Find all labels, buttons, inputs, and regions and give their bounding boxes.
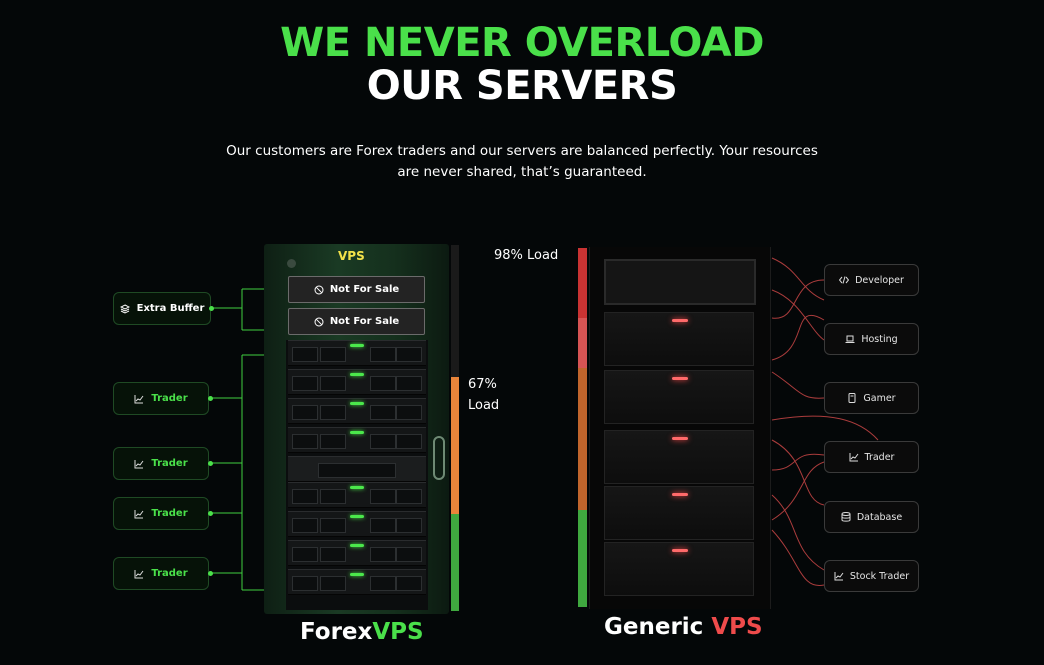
chip-developer: Developer xyxy=(824,264,919,296)
chip-label: Trader xyxy=(151,458,188,469)
forex-name-part1: Forex xyxy=(300,619,373,645)
chip-label: Gamer xyxy=(863,392,896,404)
forex-name-part2: VPS xyxy=(372,619,424,645)
chip-trader-2: Trader xyxy=(113,447,209,480)
chip-gamer: Gamer xyxy=(824,382,919,414)
code-icon xyxy=(839,276,850,284)
rack-handle xyxy=(433,436,445,480)
server-unit xyxy=(288,511,426,537)
chip-label: Developer xyxy=(855,274,904,286)
slot-label: Not For Sale xyxy=(329,316,400,327)
generic-load-bar-red xyxy=(578,248,587,318)
connector-dot xyxy=(208,461,213,466)
layers-icon xyxy=(119,303,130,314)
heading-line-1: WE NEVER OVERLOAD xyxy=(280,20,764,66)
rack-screw xyxy=(287,259,296,268)
chart-line-icon xyxy=(849,453,858,462)
connector-dot xyxy=(208,571,213,576)
connector-dot xyxy=(208,511,213,516)
subtitle: Our customers are Forex traders and our … xyxy=(226,143,818,180)
generic-name-part1: Generic xyxy=(604,614,712,640)
chart-line-icon xyxy=(134,459,144,468)
chip-label: Stock Trader xyxy=(849,570,910,582)
chip-trader-4: Trader xyxy=(113,557,209,590)
chip-label: Trader xyxy=(151,568,188,579)
connector-dot xyxy=(208,396,213,401)
heading-line-2: OUR SERVERS xyxy=(366,63,678,109)
chip-extra-buffer: Extra Buffer xyxy=(113,292,211,325)
generic-load-text: 98% Load xyxy=(494,248,559,263)
chart-line-icon xyxy=(134,509,144,518)
gamepad-icon xyxy=(848,393,856,403)
generic-vps-name: Generic VPS xyxy=(604,614,763,640)
generic-server-unit xyxy=(604,542,754,596)
chip-label: Extra Buffer xyxy=(136,303,205,314)
slot-label: Not For Sale xyxy=(329,284,400,295)
server-unit xyxy=(288,398,426,424)
chip-database: Database xyxy=(824,501,919,533)
server-unit xyxy=(288,369,426,395)
ban-icon xyxy=(314,317,324,326)
chip-label: Database xyxy=(856,511,903,523)
chart-line-icon xyxy=(134,569,144,578)
generic-rack-top-unit xyxy=(604,259,756,305)
forex-load-bar-high xyxy=(451,377,459,514)
generic-load-bar-pink xyxy=(578,318,587,368)
generic-load-bar-orange xyxy=(578,368,587,510)
generic-server-unit xyxy=(604,312,754,366)
server-unit xyxy=(288,540,426,566)
chip-label: Trader xyxy=(151,393,188,404)
not-for-sale-slot-2: Not For Sale xyxy=(288,308,425,335)
forex-vps-name: ForexVPS xyxy=(300,619,424,645)
generic-server-unit xyxy=(604,430,754,484)
chip-hosting: Hosting xyxy=(824,323,919,355)
server-unit xyxy=(288,456,426,482)
laptop-icon xyxy=(845,335,855,343)
chip-stock-trader: Stock Trader xyxy=(824,560,919,592)
generic-server-unit xyxy=(604,486,754,540)
chip-label: Trader xyxy=(151,508,188,519)
forex-load-text: 67% Load xyxy=(468,374,499,416)
chip-trader-1: Trader xyxy=(113,382,209,415)
generic-load-bar-green xyxy=(578,510,587,607)
rack-vps-label: VPS xyxy=(338,249,365,263)
server-unit xyxy=(288,482,426,508)
connector-dot xyxy=(209,306,214,311)
generic-server-unit xyxy=(604,370,754,424)
forex-load-bar-low xyxy=(451,514,459,611)
not-for-sale-slot-1: Not For Sale xyxy=(288,276,425,303)
chip-trader: Trader xyxy=(824,441,919,473)
server-unit xyxy=(288,340,426,366)
generic-name-part2: VPS xyxy=(711,614,763,640)
chart-line-icon xyxy=(834,572,844,581)
forex-load-value: 67% xyxy=(468,377,497,392)
chip-trader-3: Trader xyxy=(113,497,209,530)
chip-label: Hosting xyxy=(861,333,898,345)
chart-line-icon xyxy=(134,394,144,403)
database-icon xyxy=(841,512,851,522)
server-unit xyxy=(288,427,426,453)
ban-icon xyxy=(314,285,324,294)
server-unit xyxy=(288,569,426,595)
forex-load-unit: Load xyxy=(468,398,500,413)
chip-label: Trader xyxy=(864,451,895,463)
